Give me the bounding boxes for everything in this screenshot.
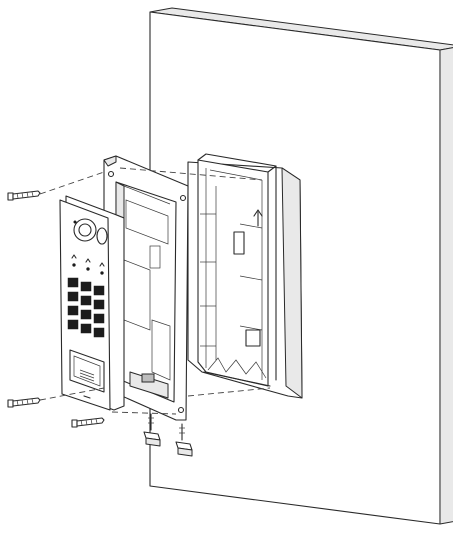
frame-bottom-clip bbox=[129, 371, 169, 399]
frame-hole-top-left bbox=[107, 170, 115, 178]
back-box-inner bbox=[197, 159, 269, 387]
cable-knockout bbox=[233, 231, 245, 255]
keypad-key bbox=[80, 281, 92, 292]
brand-logo bbox=[83, 395, 91, 399]
keypad-key bbox=[93, 313, 105, 324]
camera-lens-icon bbox=[73, 218, 97, 242]
back-box-side bbox=[281, 167, 303, 399]
door-station-panel bbox=[59, 195, 125, 411]
keypad bbox=[67, 277, 105, 338]
screw-bottom-center bbox=[71, 417, 105, 428]
frame-opening bbox=[115, 181, 177, 403]
keypad-key bbox=[67, 277, 79, 288]
keypad-key bbox=[93, 299, 105, 310]
ir-sensor bbox=[96, 227, 108, 245]
status-indicators bbox=[71, 254, 105, 275]
keypad-key bbox=[80, 295, 92, 306]
call-indicator-icon bbox=[71, 254, 77, 259]
anchor-left bbox=[143, 413, 161, 447]
microphone-icon bbox=[73, 220, 77, 224]
keypad-key bbox=[93, 285, 105, 296]
up-arrow-icon bbox=[253, 209, 263, 227]
keypad-key bbox=[67, 319, 79, 330]
frame-hole-bottom-right bbox=[177, 406, 185, 414]
back-box-top-rim bbox=[197, 153, 277, 173]
speaker-grille bbox=[79, 369, 95, 382]
keypad-key bbox=[80, 323, 92, 334]
frame-hole-top-right bbox=[179, 194, 187, 202]
keypad-key bbox=[80, 309, 92, 320]
screw-top-left bbox=[7, 190, 41, 201]
talk-indicator-icon bbox=[85, 258, 91, 263]
keypad-key bbox=[67, 291, 79, 302]
card-reader-area bbox=[69, 349, 105, 393]
keypad-key bbox=[93, 327, 105, 338]
keypad-key bbox=[67, 305, 79, 316]
screw-bottom-left bbox=[7, 397, 41, 408]
bottom-slot bbox=[245, 329, 261, 347]
flush-mount-back-box bbox=[187, 153, 303, 399]
wall-side-face bbox=[439, 47, 453, 525]
alignment-lines bbox=[39, 167, 271, 415]
anchor-right bbox=[175, 423, 193, 457]
unlock-indicator-icon bbox=[99, 262, 105, 267]
